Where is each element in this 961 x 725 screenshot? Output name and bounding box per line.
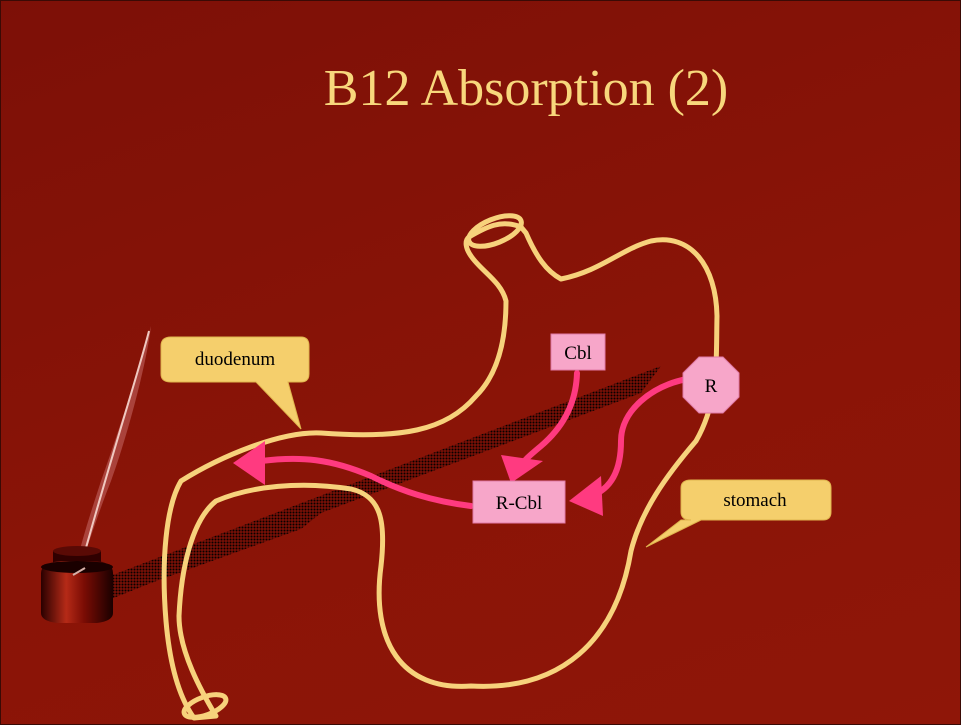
- duodenum-opening: [181, 690, 229, 722]
- cbl-label: Cbl: [564, 343, 591, 364]
- r-label: R: [705, 376, 718, 397]
- esophagus-opening: [465, 209, 526, 252]
- duodenum-label: duodenum: [195, 349, 275, 370]
- arrowhead-cbl: [501, 455, 543, 483]
- stomach-label: stomach: [723, 490, 787, 511]
- arrowhead-r: [569, 476, 603, 516]
- r-cbl-label: R-Cbl: [496, 493, 542, 514]
